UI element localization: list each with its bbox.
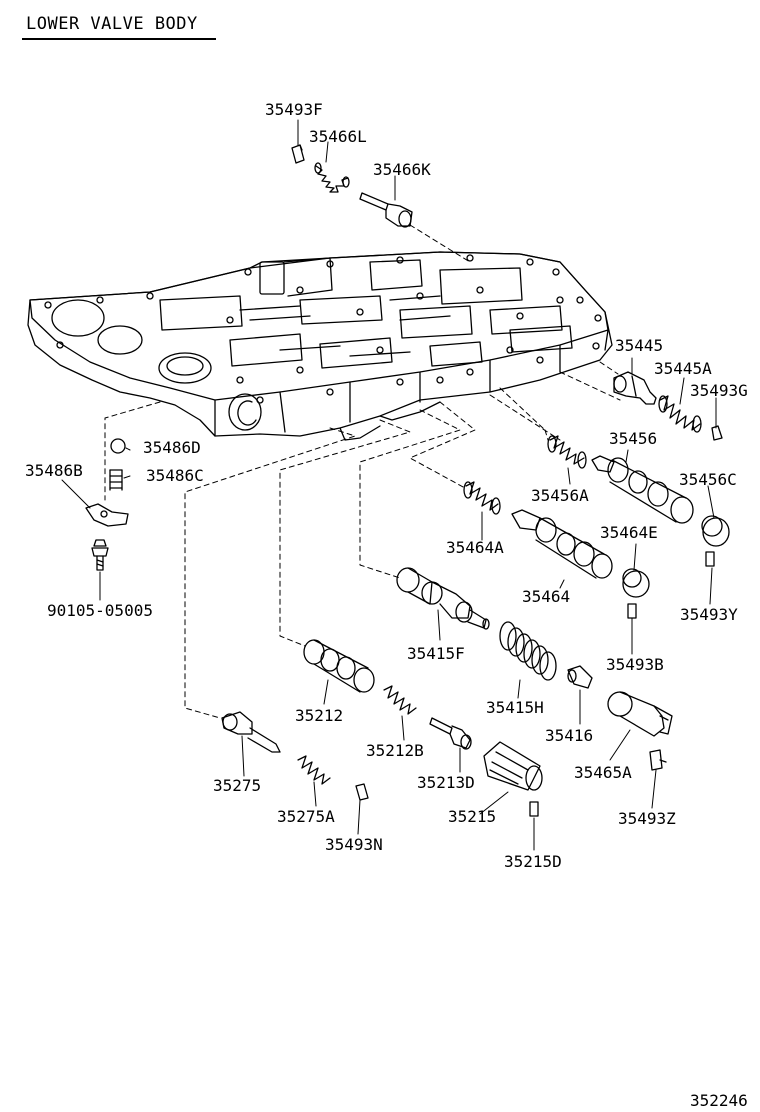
valve-35464[interactable] bbox=[512, 510, 612, 578]
label-35465A: 35465A bbox=[574, 763, 632, 782]
retainer-35493N[interactable] bbox=[356, 784, 368, 800]
solenoid-35465A[interactable] bbox=[608, 692, 672, 736]
label-35486C: 35486C bbox=[146, 466, 204, 485]
label-35212: 35212 bbox=[295, 706, 344, 725]
spring-35486C[interactable] bbox=[110, 470, 122, 490]
valve-35445[interactable] bbox=[614, 372, 656, 404]
plunger-35466K[interactable] bbox=[360, 193, 412, 227]
label-35275A: 35275A bbox=[277, 807, 335, 826]
bolt-90105-05005[interactable] bbox=[92, 540, 108, 570]
spring-35464A[interactable] bbox=[464, 482, 500, 514]
valve-35456[interactable] bbox=[592, 456, 693, 523]
label-35445A: 35445A bbox=[654, 359, 712, 378]
clip-35493Z[interactable] bbox=[650, 750, 666, 770]
label-35493Z: 35493Z bbox=[618, 809, 676, 828]
valve-35275[interactable] bbox=[222, 712, 280, 752]
retainer-35215D[interactable] bbox=[530, 802, 538, 816]
label-35466K: 35466K bbox=[373, 160, 431, 179]
spring-35456A[interactable] bbox=[548, 436, 586, 468]
label-35415F: 35415F bbox=[407, 644, 465, 663]
label-35445: 35445 bbox=[615, 336, 664, 355]
retainer-35493B[interactable] bbox=[628, 604, 636, 618]
label-35215: 35215 bbox=[448, 807, 497, 826]
diagram-title: LOWER VALVE BODY bbox=[26, 14, 198, 34]
valve-35212[interactable] bbox=[304, 640, 374, 692]
sleeve-35215[interactable] bbox=[484, 742, 542, 790]
label-35456C: 35456C bbox=[679, 470, 737, 489]
label-35415H: 35415H bbox=[486, 698, 544, 717]
label-35493F: 35493F bbox=[265, 100, 323, 119]
label-leaders bbox=[62, 120, 716, 850]
label-35493G: 35493G bbox=[690, 381, 748, 400]
spring-35415H[interactable] bbox=[500, 622, 556, 680]
label-35275: 35275 bbox=[213, 776, 262, 795]
plunger-35416[interactable] bbox=[568, 666, 592, 688]
plug-35464E[interactable] bbox=[623, 569, 649, 597]
label-35486B: 35486B bbox=[25, 461, 83, 480]
label-35416: 35416 bbox=[545, 726, 594, 745]
retainer-35493F[interactable] bbox=[292, 145, 304, 163]
label-35464A: 35464A bbox=[446, 538, 504, 557]
spring-35445A[interactable] bbox=[659, 396, 701, 432]
dashed-leader-lines bbox=[105, 225, 620, 718]
label-35456: 35456 bbox=[609, 429, 658, 448]
retainer-35493Y[interactable] bbox=[706, 552, 714, 566]
plate-35486B[interactable] bbox=[86, 504, 128, 526]
label-35215D: 35215D bbox=[504, 852, 562, 871]
label-35466L: 35466L bbox=[309, 127, 367, 146]
spring-35275A[interactable] bbox=[298, 756, 330, 784]
plunger-35213D[interactable] bbox=[430, 718, 471, 749]
label-35464E: 35464E bbox=[600, 523, 658, 542]
label-35213D: 35213D bbox=[417, 773, 475, 792]
label-35493Y: 35493Y bbox=[680, 605, 738, 624]
plug-35456C[interactable] bbox=[702, 516, 729, 546]
check-ball-35486D[interactable] bbox=[111, 439, 125, 453]
retainer-35493G[interactable] bbox=[712, 426, 722, 440]
valve-35415F[interactable] bbox=[397, 568, 489, 629]
label-35464: 35464 bbox=[522, 587, 571, 606]
label-90105-05005: 90105-05005 bbox=[47, 601, 153, 620]
spring-35466L[interactable] bbox=[315, 163, 349, 192]
title-underline bbox=[22, 38, 216, 40]
label-35212B: 35212B bbox=[366, 741, 424, 760]
label-35493B: 35493B bbox=[606, 655, 664, 674]
figure-number: 352246 bbox=[690, 1091, 748, 1110]
label-35456A: 35456A bbox=[531, 486, 589, 505]
label-35493N: 35493N bbox=[325, 835, 383, 854]
spring-35212B[interactable] bbox=[384, 686, 416, 714]
valve-body-casting[interactable] bbox=[28, 252, 612, 440]
label-35486D: 35486D bbox=[143, 438, 201, 457]
